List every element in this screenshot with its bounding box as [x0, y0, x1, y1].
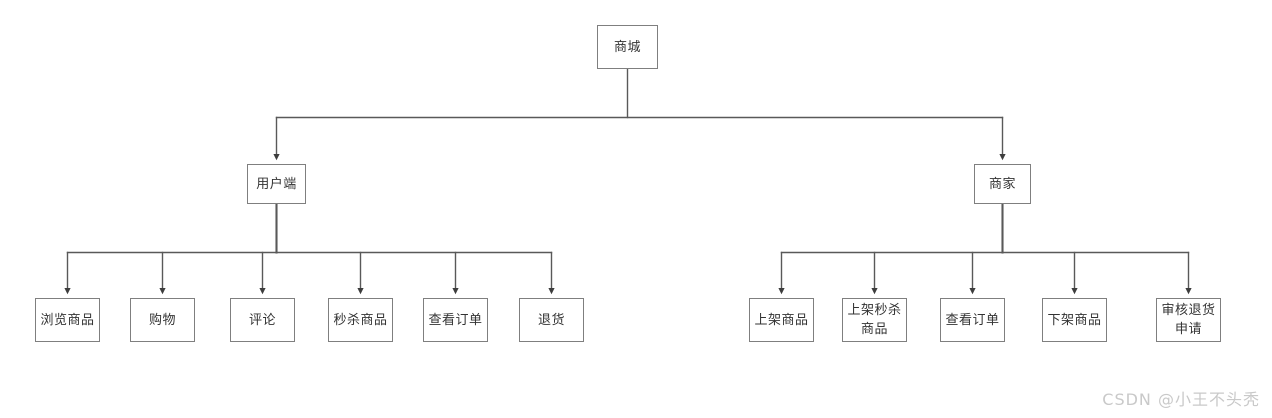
node-flash-sale-products-label: 秒杀商品 [333, 312, 388, 328]
node-shopping-label: 购物 [148, 312, 176, 328]
node-return-goods[interactable]: 退货 [519, 298, 584, 342]
node-merchant-label: 商家 [988, 176, 1016, 192]
node-user-client-label: 用户端 [256, 176, 297, 192]
node-browse-products-label: 浏览商品 [40, 312, 95, 328]
node-comment[interactable]: 评论 [230, 298, 295, 342]
node-list-products[interactable]: 上架商品 [749, 298, 814, 342]
node-list-flash-sale-products-label: 上架秒杀商品 [847, 303, 902, 337]
node-user-client[interactable]: 用户端 [247, 164, 306, 204]
node-merchant-view-orders[interactable]: 查看订单 [940, 298, 1005, 342]
node-merchant-view-orders-label: 查看订单 [945, 312, 1000, 328]
node-browse-products[interactable]: 浏览商品 [35, 298, 100, 342]
node-view-orders-label: 查看订单 [428, 312, 483, 328]
node-delist-products[interactable]: 下架商品 [1042, 298, 1107, 342]
node-shopping[interactable]: 购物 [130, 298, 195, 342]
node-root[interactable]: 商城 [597, 25, 658, 69]
node-comment-label: 评论 [248, 312, 276, 328]
node-review-return-requests[interactable]: 审核退货申请 [1156, 298, 1221, 342]
watermark: CSDN @小王不头秃 [1102, 390, 1260, 409]
node-return-goods-label: 退货 [537, 312, 565, 328]
node-review-return-requests-label: 审核退货申请 [1161, 303, 1216, 337]
node-merchant[interactable]: 商家 [974, 164, 1031, 204]
node-flash-sale-products[interactable]: 秒杀商品 [328, 298, 393, 342]
node-root-label: 商城 [613, 39, 641, 55]
node-delist-products-label: 下架商品 [1047, 312, 1102, 328]
node-list-flash-sale-products[interactable]: 上架秒杀商品 [842, 298, 907, 342]
node-list-products-label: 上架商品 [754, 312, 809, 328]
node-view-orders[interactable]: 查看订单 [423, 298, 488, 342]
